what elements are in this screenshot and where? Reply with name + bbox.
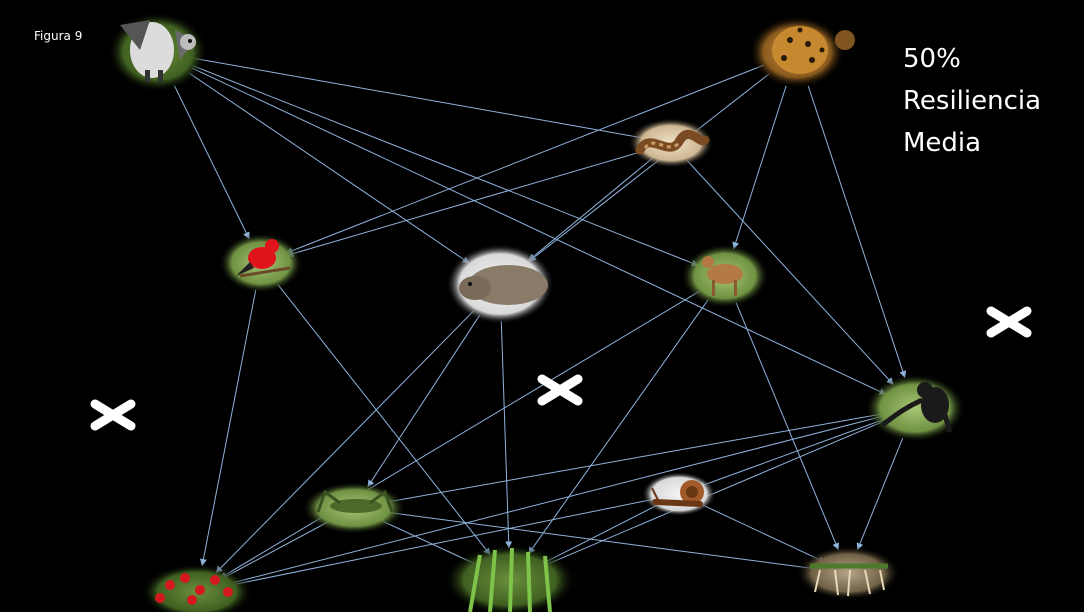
snail-node [642,472,716,516]
arrow-monkey-to-roots [858,438,903,550]
arrow-snake-to-capybara [529,158,653,260]
roots-node [796,546,900,600]
arrow-harpy-eagle-to-red-bird [174,86,249,239]
snake-node [628,118,714,168]
arrow-grasshopper-to-red-flowers [221,520,332,579]
arrow-grasshopper-to-roots [379,511,822,569]
cross-left-icon [95,404,131,426]
arrow-snake-to-red-bird [287,150,648,256]
red-bird-node [219,233,303,293]
grasshopper-node [302,482,406,534]
monkey-node [865,374,965,442]
harpy-eagle-node [108,12,208,92]
capybara-node [446,244,554,324]
cross-right-icon [991,311,1027,333]
arrow-jaguar-to-deer [734,86,786,249]
arrow-jaguar-to-capybara [530,74,769,261]
arrow-harpy-eagle-to-monkey [192,68,886,394]
arrow-snail-to-roots [698,503,825,563]
arrow-harpy-eagle-to-capybara [189,73,469,263]
arrow-jaguar-to-monkey [808,86,905,377]
arrow-deer-to-roots [736,303,838,550]
grass-node [444,544,576,612]
arrow-harpy-eagle-to-snake [195,59,648,139]
arrow-monkey-to-grasshopper [379,414,883,504]
arrow-monkey-to-snail [698,419,885,487]
jaguar-node [749,16,855,88]
cross-center-icon [542,379,578,401]
deer-node [681,244,769,308]
arrow-red-bird-to-red-flowers [202,290,256,566]
arrow-deer-to-red-flowers [220,291,700,578]
food-web-edges [174,59,904,587]
